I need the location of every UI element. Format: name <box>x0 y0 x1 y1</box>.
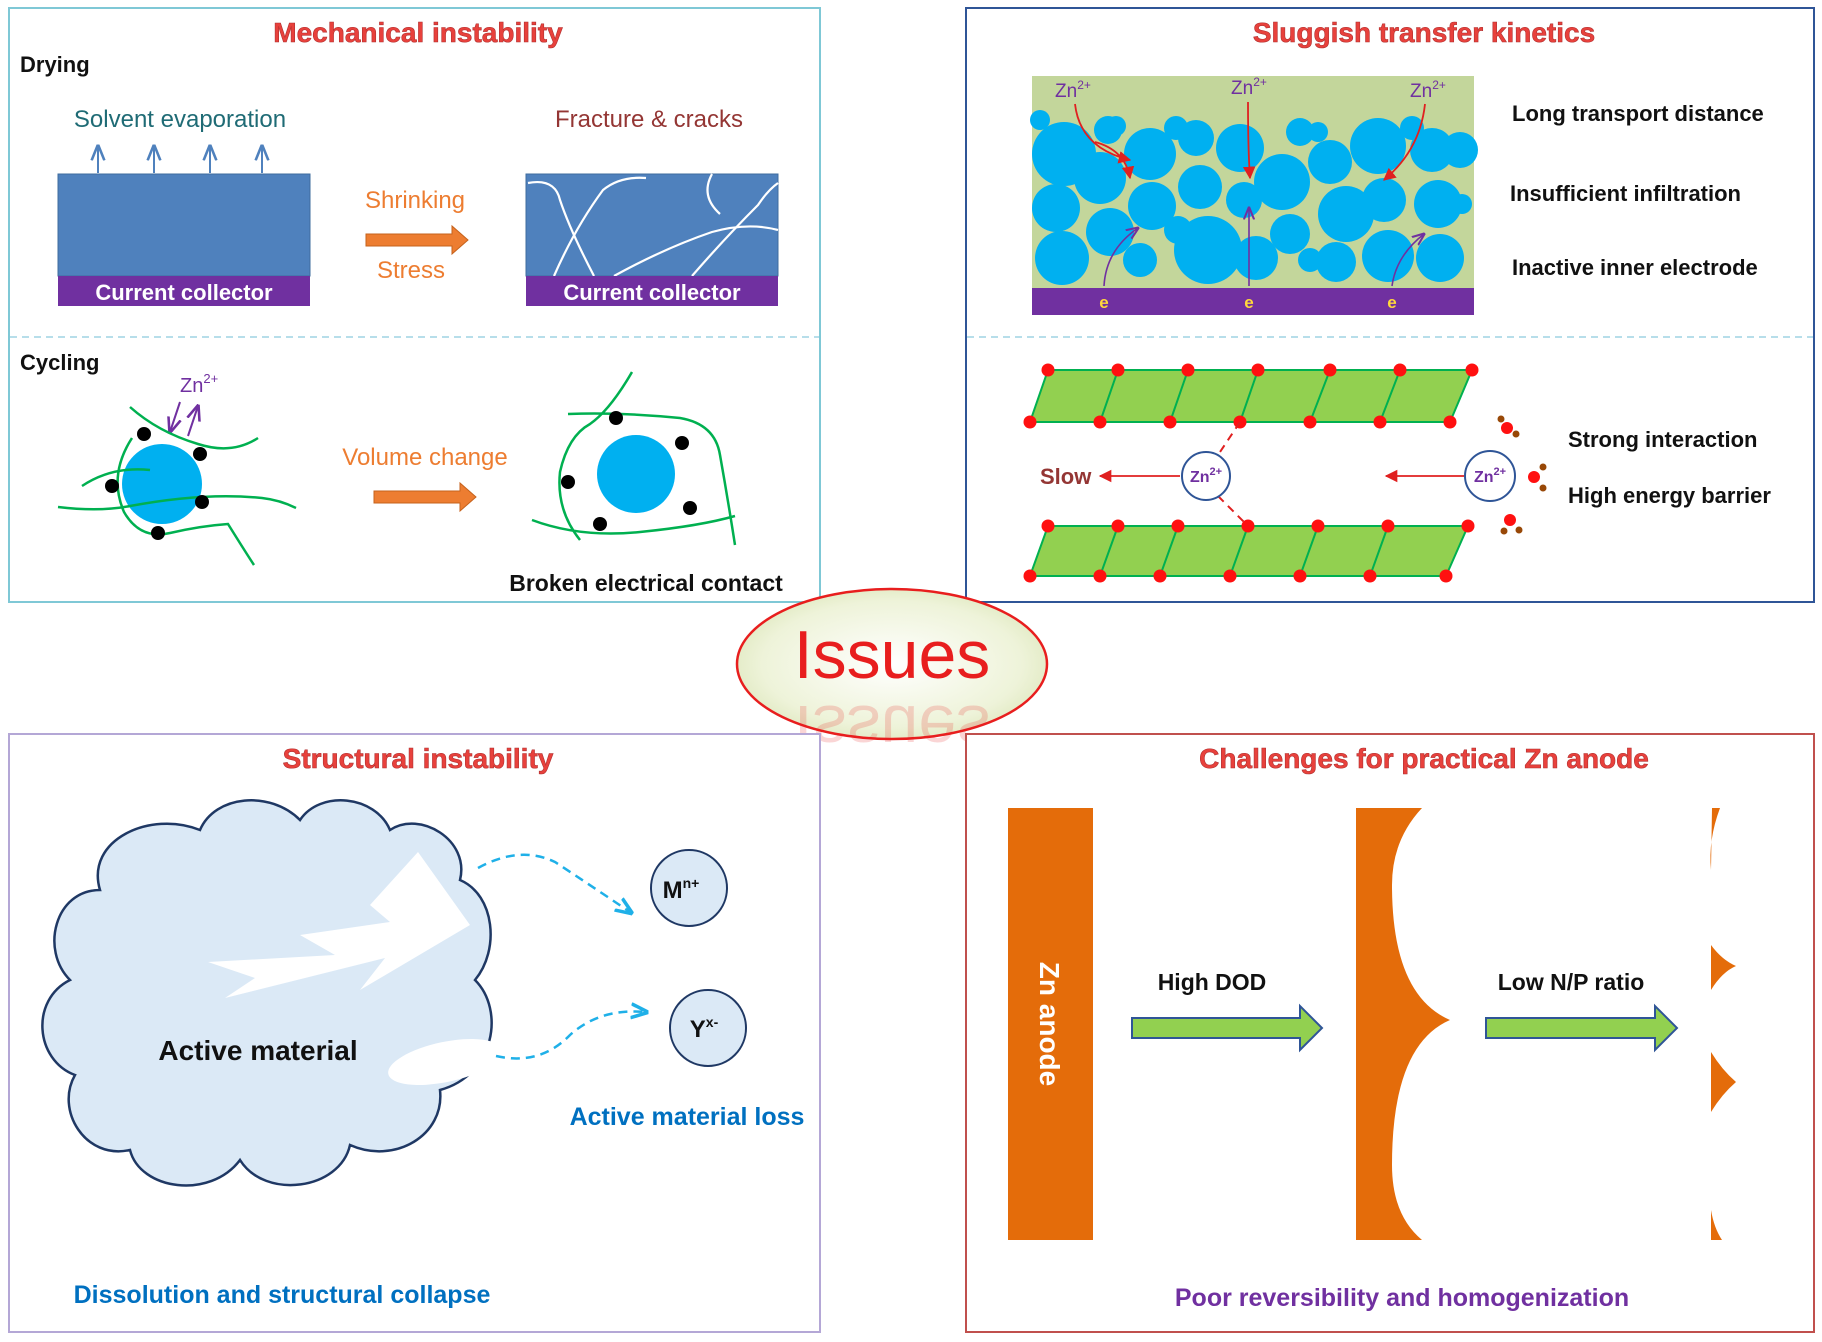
broken-contact-label: Broken electrical contact <box>509 570 783 596</box>
cracked-electrode <box>525 173 779 277</box>
poor-reversibility-label: Poor reversibility and homogenization <box>1175 1284 1629 1312</box>
active-material-cloud <box>41 799 493 1187</box>
issues-label: Issues <box>794 617 991 693</box>
fracture-shape <box>208 852 470 998</box>
zn-ion-label: Zn2+ <box>1474 466 1506 486</box>
drying-label: Drying <box>20 52 90 77</box>
solvent-evaporation-label: Solvent evaporation <box>74 106 286 133</box>
anion-label: Yx- <box>690 1014 719 1043</box>
cation-release-arrow <box>477 853 630 912</box>
fracture-cracks-label: Fracture & cracks <box>555 106 743 133</box>
low-np-arrow <box>1485 1003 1679 1053</box>
issues-reflection: Issues <box>794 691 991 767</box>
electron-label: e <box>1099 293 1108 312</box>
volume-change-label: Volume change <box>342 444 507 471</box>
current-collector-label: Current collector <box>95 280 273 305</box>
ion-arrow-in <box>170 401 180 432</box>
conductive-carbon-dot <box>193 447 207 461</box>
current-collector-right <box>526 276 778 306</box>
cation-label: Mn+ <box>663 875 700 904</box>
zn-anode-label: Zn anode <box>1034 962 1065 1086</box>
layered-host-upper <box>1023 363 1479 429</box>
zn-ion-label: Zn2+ <box>1055 78 1091 102</box>
ion-paths <box>1074 101 1426 181</box>
conductive-carbon-dot <box>195 495 209 509</box>
material-loss-label: Active material loss <box>570 1103 805 1131</box>
conductive-carbon-dot <box>151 526 165 540</box>
panel-title: Mechanical instability <box>273 17 563 48</box>
dissolution-label: Dissolution and structural collapse <box>74 1281 491 1309</box>
zn-ion-label: Zn2+ <box>1190 466 1222 486</box>
interaction-lines <box>1215 421 1249 527</box>
conductive-carbon-dot <box>105 479 119 493</box>
high-dod-label: High DOD <box>1158 969 1267 995</box>
dissolution-void <box>388 1039 502 1085</box>
slow-label: Slow <box>1040 464 1092 489</box>
stress-label: Stress <box>377 257 445 284</box>
cycling-label: Cycling <box>20 350 99 375</box>
energy-barrier-label: High energy barrier <box>1568 483 1771 508</box>
anion-bubble <box>669 989 747 1067</box>
zn-anode-depleted <box>1710 808 1736 1240</box>
cation-bubble <box>650 849 728 927</box>
current-collector-left <box>58 276 310 306</box>
infiltration-label: Insufficient infiltration <box>1510 181 1741 206</box>
low-np-label: Low N/P ratio <box>1498 969 1645 995</box>
strong-interaction-label: Strong interaction <box>1568 427 1757 452</box>
inactive-electrode-label: Inactive inner electrode <box>1512 255 1758 280</box>
center-issues-badge: Issues Issues <box>735 587 1049 767</box>
zn-anode-corroded <box>1356 808 1450 1240</box>
long-transport-label: Long transport distance <box>1512 101 1764 126</box>
active-particle-shrunk <box>597 435 675 513</box>
layered-host-lower <box>1023 519 1475 583</box>
conductive-carbon-dot <box>609 411 623 425</box>
zn-anode-fresh <box>1008 808 1093 1240</box>
current-collector <box>1032 288 1474 315</box>
zn-ion-label: Zn2+ <box>180 371 218 397</box>
anion-release-arrow <box>495 1011 645 1060</box>
electrode-particles <box>1030 110 1478 285</box>
electron-label: e <box>1387 293 1396 312</box>
conductive-carbon-dot <box>593 517 607 531</box>
panel-structural-instability: Structural instability Active material M… <box>8 733 821 1333</box>
crack-lines <box>527 173 779 277</box>
zn-ion-solvated <box>1464 450 1516 502</box>
zn-ion-intercalating <box>1181 451 1231 501</box>
panel-title: Challenges for practical Zn anode <box>1199 743 1649 774</box>
panel-title: Structural instability <box>283 743 554 774</box>
volume-change-arrow <box>373 481 477 513</box>
water-molecules <box>1497 415 1547 535</box>
shrinking-arrow <box>365 224 469 256</box>
conductive-carbon-dot <box>561 475 575 489</box>
panel-title: Sluggish transfer kinetics <box>1253 17 1595 48</box>
zn-ion-label: Zn2+ <box>1231 75 1267 99</box>
current-collector-label: Current collector <box>563 280 741 305</box>
ion-arrow-out <box>188 406 198 437</box>
panel-sluggish-kinetics: Sluggish transfer kinetics e e e Zn2+ Zn… <box>965 7 1815 603</box>
zn-ion-label: Zn2+ <box>1410 78 1446 102</box>
wet-electrode <box>57 173 311 277</box>
electron-paths <box>1103 208 1424 287</box>
high-dod-arrow <box>1131 1003 1324 1053</box>
panel-mechanical-instability: Mechanical instability Drying Solvent ev… <box>8 7 821 603</box>
active-particle <box>122 444 202 524</box>
conductive-carbon-dot <box>683 501 697 515</box>
conductive-carbon-dot <box>675 436 689 450</box>
conductive-carbon-dot <box>137 427 151 441</box>
shrinking-label: Shrinking <box>365 187 465 214</box>
panel-zn-anode-challenges: Challenges for practical Zn anode Zn ano… <box>965 733 1815 1333</box>
active-material-label: Active material <box>158 1035 357 1066</box>
electron-label: e <box>1244 293 1253 312</box>
